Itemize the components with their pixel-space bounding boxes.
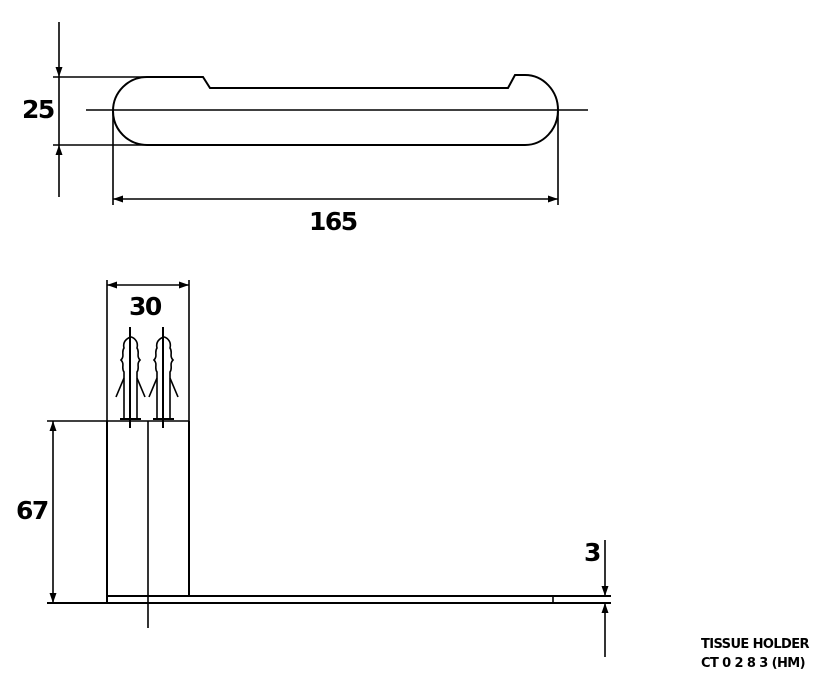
wall-anchor-right [148,327,179,428]
side-view: 30 [16,280,611,657]
dim-text-30: 30 [129,292,162,321]
dim-text-25: 25 [22,95,54,124]
top-view: 25 165 [22,22,588,236]
dim-text-165: 165 [309,207,357,236]
dim-text-3: 3 [584,538,600,567]
dim-text-67: 67 [16,496,48,525]
drawing-code: CT 0 2 8 3 (HM) [701,656,806,671]
bar-outline [112,74,559,146]
drawing-title: TISSUE HOLDER [701,637,810,652]
wall-anchor-left [115,327,146,428]
